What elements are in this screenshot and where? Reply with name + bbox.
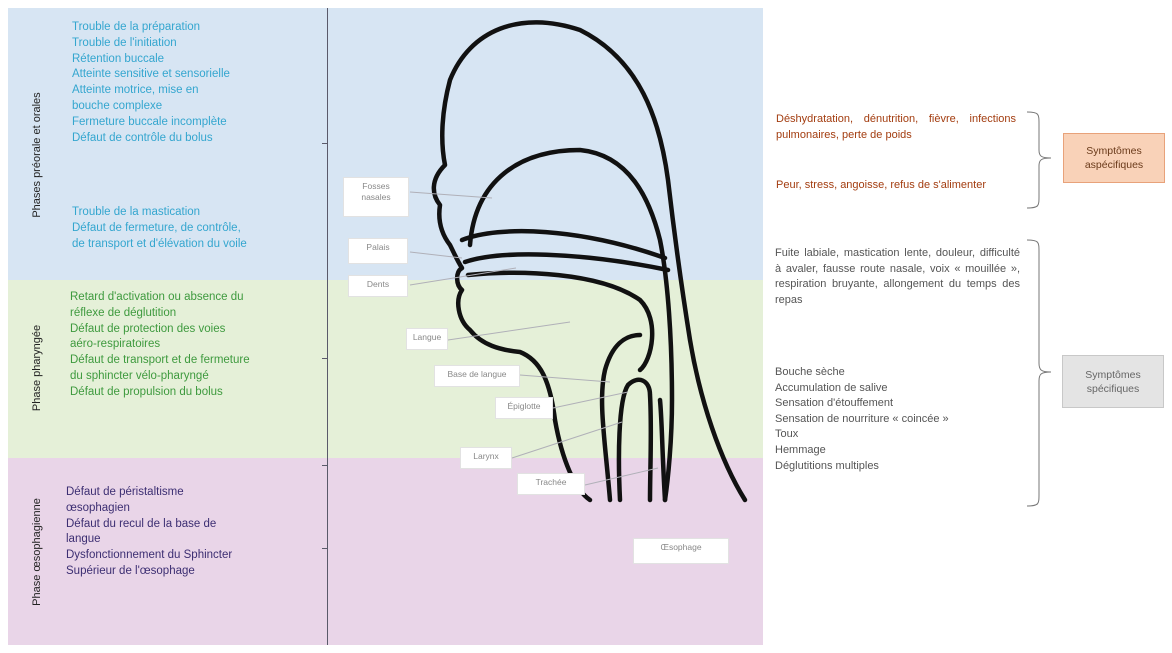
specific-brace — [1025, 238, 1055, 508]
anatomy-label-base-langue: Base de langue — [434, 365, 520, 387]
pointer-line — [520, 375, 610, 382]
aspecific-symptoms-text-2: Peur, stress, angoisse, refus de s'alime… — [776, 178, 1016, 194]
aspecific-symptoms-text-1: Déshydratation, dénutrition, fièvre, inf… — [776, 112, 1016, 143]
list-item: Accumulation de salive — [775, 381, 1025, 397]
trachea-outline — [660, 400, 665, 500]
anatomy-label-epiglotte: Épiglotte — [495, 397, 553, 419]
aspecific-brace — [1025, 110, 1055, 210]
list-item: Sensation d'étouffement — [775, 396, 1025, 412]
specific-symptoms-paragraph: Fuite labiale, mastication lente, douleu… — [775, 246, 1020, 308]
pointer-line — [553, 392, 628, 408]
tongue-outline — [465, 254, 668, 270]
head-outline — [434, 22, 745, 500]
anatomy-label-oesophage: Œsophage — [633, 538, 729, 564]
list-item: Toux — [775, 427, 1025, 443]
larynx-outline — [619, 380, 651, 500]
anatomy-label-trachee: Trachée — [517, 473, 585, 495]
specific-symptoms-list: Bouche sèche Accumulation de salive Sens… — [775, 365, 1025, 474]
list-item: Déglutitions multiples — [775, 459, 1025, 475]
anatomy-label-dents: Dents — [348, 275, 408, 297]
anatomy-label-langue: Langue — [406, 328, 448, 350]
oral-floor-outline — [468, 273, 652, 370]
list-item: Hemmage — [775, 443, 1025, 459]
anatomy-label-palais: Palais — [348, 238, 408, 264]
pointer-line — [410, 192, 492, 198]
aspecific-symptoms-tag: Symptômes aspécifiques — [1063, 133, 1165, 183]
anatomy-label-fosses-nasales: Fosses nasales — [343, 177, 409, 217]
anatomy-label-larynx: Larynx — [460, 447, 512, 469]
pointer-line — [410, 268, 516, 285]
list-item: Sensation de nourriture « coincée » — [775, 412, 1025, 428]
list-item: Bouche sèche — [775, 365, 1025, 381]
specific-symptoms-tag: Symptômes spécifiques — [1062, 355, 1164, 408]
